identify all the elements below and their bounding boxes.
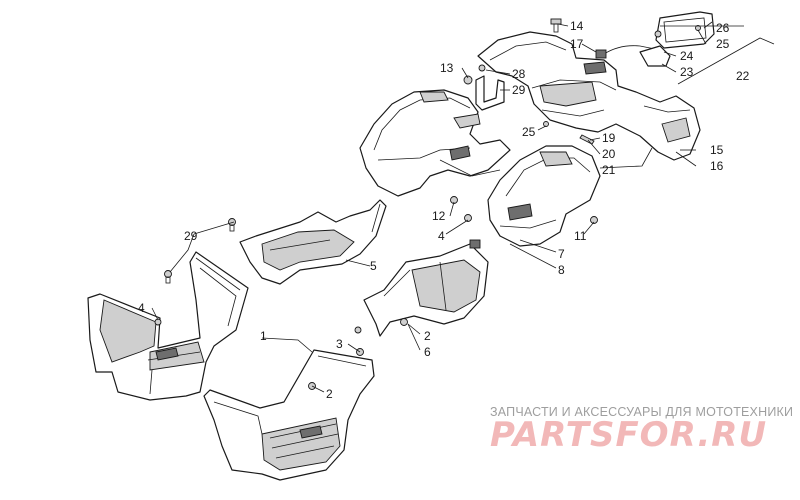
- callout-3: 3: [336, 337, 343, 351]
- leader-lines: [151, 21, 775, 393]
- wiring-harness: [595, 45, 671, 67]
- callout-13: 13: [440, 61, 454, 75]
- callout-9: 8: [558, 263, 565, 277]
- fasteners: [154, 18, 701, 390]
- callout-29: 29: [512, 83, 526, 97]
- callout-22: 22: [736, 69, 750, 83]
- callout-11: 11: [574, 229, 587, 243]
- callout-28: 28: [512, 67, 526, 81]
- callout-6: 6: [424, 345, 431, 359]
- taillight-assembly: [655, 11, 715, 49]
- callout-2: 2: [326, 387, 333, 401]
- watermark-tagline: ЗАПЧАСТИ И АКСЕССУАРЫ ДЛЯ МОТОТЕХНИКИ: [490, 405, 793, 419]
- callout-12: 12: [432, 209, 446, 223]
- callout-7: 29: [184, 229, 198, 243]
- front-right-fender-panel: [487, 145, 601, 247]
- left-footwell-rear: [87, 251, 249, 401]
- callout-24: 24: [680, 49, 694, 63]
- callout-20: 20: [602, 147, 616, 161]
- callout-5: 5: [370, 259, 377, 273]
- callout-8: 7: [558, 247, 565, 261]
- rear-fender: [477, 31, 701, 161]
- callout-1: 1: [260, 329, 267, 343]
- left-footwell-front: [203, 349, 375, 481]
- callouts: 29 4 1 3 2 5 2 6 4 12 7 8 11 13 14 17 28…: [138, 19, 750, 401]
- callout-21: 21: [602, 163, 616, 177]
- callout-16: 16: [710, 159, 724, 173]
- watermark: ЗАПЧАСТИ И АКСЕССУАРЫ ДЛЯ МОТОТЕХНИКИ PA…: [490, 405, 793, 455]
- callout-26: 26: [716, 21, 730, 35]
- front-fender: [359, 89, 511, 197]
- right-side-panel: [363, 239, 489, 337]
- watermark-logo: PARTSFOR.RU: [490, 415, 767, 455]
- callout-2: 2: [424, 329, 431, 343]
- callout-19: 19: [602, 131, 616, 145]
- mounting-bracket: [475, 75, 505, 111]
- callout-17: 17: [570, 37, 584, 51]
- left-side-panel: [239, 199, 387, 285]
- callout-23: 23: [680, 65, 694, 79]
- callout-15: 15: [710, 143, 724, 157]
- callout-25: 25: [716, 37, 730, 51]
- callout-4: 4: [138, 301, 145, 315]
- callout-14: 14: [570, 19, 584, 33]
- callout-25: 25: [522, 125, 536, 139]
- callout-4: 4: [438, 229, 445, 243]
